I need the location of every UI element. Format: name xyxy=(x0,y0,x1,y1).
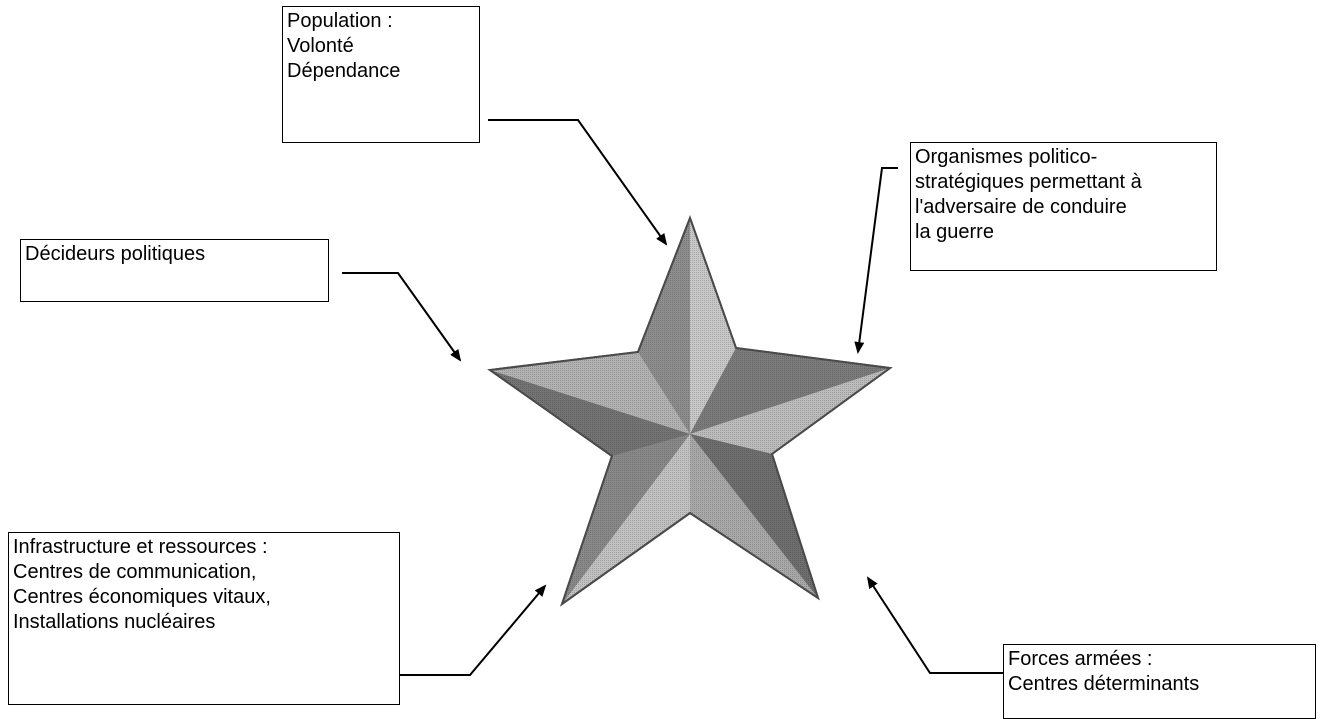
arrow-population xyxy=(488,119,668,246)
forces-line-1: Forces armées : xyxy=(1008,648,1153,670)
infrastructure-box: Infrastructure et ressources : Centres d… xyxy=(8,532,400,705)
organismes-line-2: stratégiques permettant à xyxy=(915,171,1142,193)
population-line-2: Volonté xyxy=(287,35,354,57)
population-line-3: Dépendance xyxy=(287,60,401,82)
infrastructure-line-2: Centres de communication, xyxy=(13,561,257,583)
forces-line-2: Centres déterminants xyxy=(1008,673,1200,695)
organismes-line-1: Organismes politico- xyxy=(915,146,1098,168)
organismes-line-3: l'adversaire de conduire xyxy=(915,196,1127,218)
organismes-line-4: la guerre xyxy=(915,221,994,243)
arrow-organismes xyxy=(854,167,898,354)
decideurs-line-1: Décideurs politiques xyxy=(25,243,206,265)
arrow-forces xyxy=(866,576,1005,674)
organismes-box: Organismes politico- stratégiques permet… xyxy=(910,142,1217,271)
arrow-infrastructure xyxy=(398,584,547,676)
infrastructure-line-4: Installations nucléaires xyxy=(13,611,216,633)
infrastructure-line-1: Infrastructure et ressources : xyxy=(13,536,268,558)
population-line-1: Population : xyxy=(287,10,393,32)
forces-box: Forces armées : Centres déterminants xyxy=(1003,644,1316,719)
arrow-decideurs xyxy=(342,272,462,362)
population-box: Population : Volonté Dépendance xyxy=(282,6,480,143)
star-icon xyxy=(487,215,893,607)
infrastructure-line-3: Centres économiques vitaux, xyxy=(13,586,271,608)
decideurs-box: Décideurs politiques xyxy=(20,239,329,302)
